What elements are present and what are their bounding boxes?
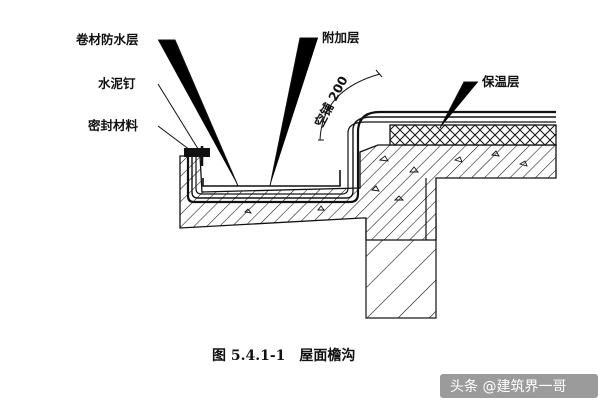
insulation-layer: [389, 124, 557, 146]
membrane-layers: [186, 110, 556, 204]
watermark-text: 头条 @建筑界一哥: [450, 378, 566, 395]
label-cement-nail: 水泥钉: [98, 76, 136, 91]
sealant-cap: [184, 146, 210, 166]
leader-lines: [157, 37, 478, 187]
label-sealant: 密封材料: [87, 118, 139, 133]
figure-caption: 图 5.4.1-1 屋面檐沟: [212, 347, 355, 364]
concrete-structure: [179, 144, 557, 241]
label-additional-layer: 附加层: [322, 30, 360, 45]
label-waterproof-membrane: 卷材防水层: [75, 32, 139, 47]
watermark: 头条 @建筑界一哥: [440, 374, 598, 398]
label-insulation: 保温层: [481, 74, 520, 89]
dimension-arc: [318, 69, 383, 141]
label-empty-spread: 空铺 200: [311, 73, 350, 129]
